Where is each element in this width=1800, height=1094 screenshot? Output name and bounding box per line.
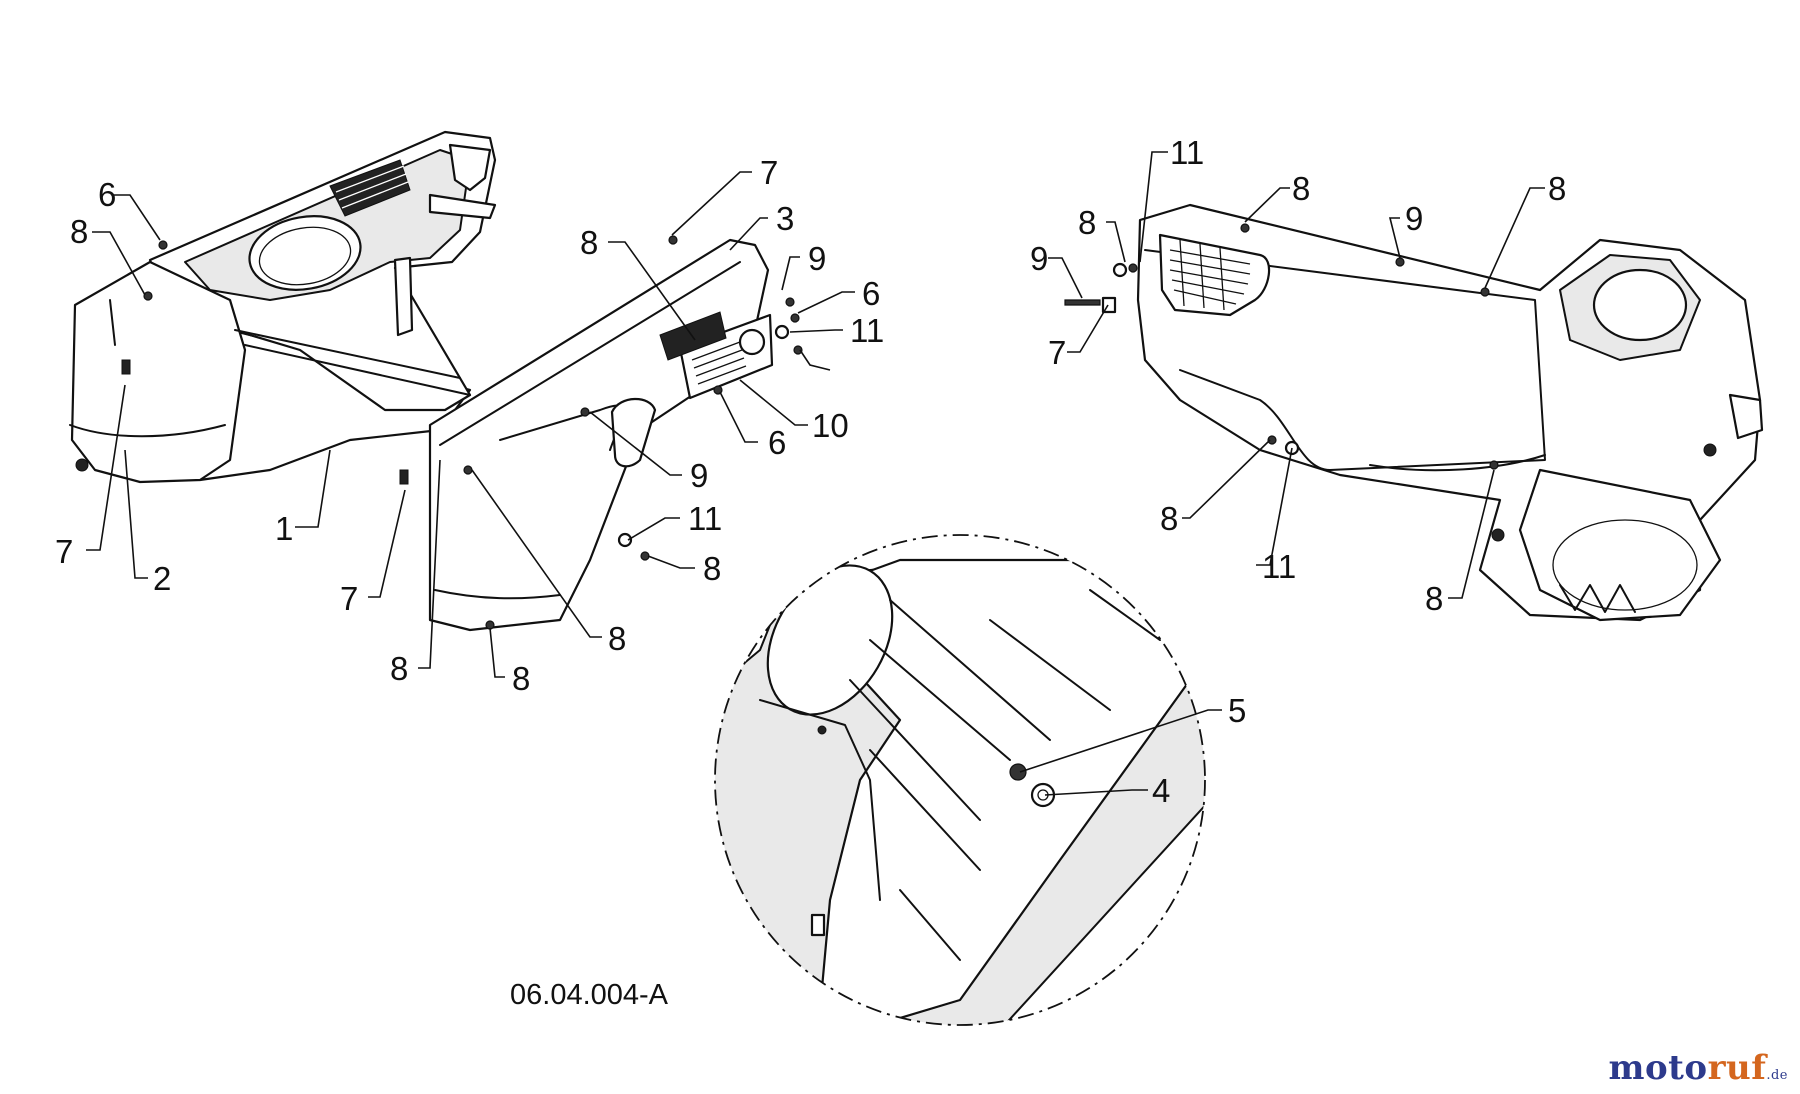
callout-7: 7	[760, 154, 778, 191]
callout-7: 7	[340, 580, 358, 617]
callout-8: 8	[1292, 170, 1310, 207]
callout-8: 8	[608, 620, 626, 657]
drawing-reference: 06.04.004-A	[510, 979, 669, 1011]
callout-7: 7	[55, 533, 73, 570]
callout-6: 6	[98, 176, 116, 213]
callout-11: 11	[688, 500, 722, 537]
callout-8: 8	[1425, 580, 1443, 617]
side-panel-3	[428, 238, 774, 632]
callout-7: 7	[1048, 334, 1066, 371]
callout-9: 9	[1405, 200, 1423, 237]
callout-1: 1	[275, 510, 293, 547]
callout-8: 8	[703, 550, 721, 587]
callout-labels: 6 8 7 2 1 7 8 7 3 8 9 6 11 10 6 9 11 8 8…	[55, 134, 1566, 809]
housing-right-assembly	[1136, 203, 1764, 622]
callout-9: 9	[690, 457, 708, 494]
callout-2: 2	[153, 560, 171, 597]
callout-8: 8	[390, 650, 408, 687]
callout-6: 6	[862, 275, 880, 312]
callout-8: 8	[1078, 204, 1096, 241]
callout-11: 11	[850, 312, 884, 349]
callout-8: 8	[1160, 500, 1178, 537]
callout-9: 9	[1030, 240, 1048, 277]
callout-10: 10	[812, 407, 849, 444]
callout-5: 5	[1228, 692, 1246, 729]
callout-4: 4	[1152, 772, 1170, 809]
callout-9: 9	[808, 240, 826, 277]
watermark-logo: motoruf.de	[1608, 1048, 1788, 1088]
detail-inset	[714, 534, 1206, 1026]
callout-6: 6	[768, 424, 786, 461]
callout-8: 8	[512, 660, 530, 697]
callout-11: 11	[1170, 134, 1204, 171]
callout-11: 11	[1262, 548, 1296, 585]
callout-8: 8	[1548, 170, 1566, 207]
housing-left-assembly	[69, 130, 497, 485]
callout-3: 3	[776, 200, 794, 237]
callout-8: 8	[70, 213, 88, 250]
leader-lines	[86, 151, 1545, 796]
callout-8: 8	[580, 224, 598, 261]
hardware-markers	[143, 223, 1499, 630]
